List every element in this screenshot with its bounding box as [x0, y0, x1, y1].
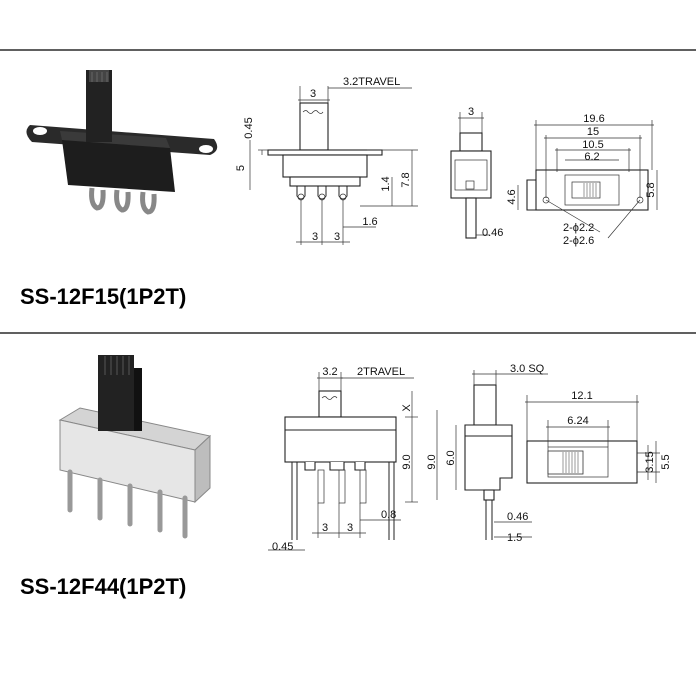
dim-body-width: 4.6 — [506, 189, 518, 204]
dim-travel-b: 2TRAVEL — [357, 366, 405, 378]
dim-travel-a: 3.2 — [322, 366, 337, 378]
product-photo-ss12f15 — [26, 70, 218, 215]
front-view-ss12f15 — [249, 86, 418, 245]
front-view-ss12f44 — [268, 372, 418, 551]
side-view-ss12f15 — [450, 112, 492, 239]
dim-top-width-1: 3.15 — [644, 451, 656, 472]
top-view-ss12f44 — [525, 395, 660, 484]
dim-slot-length-2: 6.24 — [567, 415, 588, 427]
dim-side-height: 9.0 — [426, 454, 438, 469]
dim-slot-length: 6.2 — [584, 151, 599, 163]
dim-travel: 3.2TRAVEL — [343, 76, 400, 88]
dim-pin-thickness: 0.46 — [482, 227, 503, 239]
dim-inner-height: 6.0 — [445, 450, 457, 465]
dim-actuator-height: 0.45 — [243, 117, 255, 138]
model-title-ss12f15: SS-12F15(1P2T) — [20, 284, 186, 309]
dim-total-height: 7.8 — [400, 172, 412, 187]
dim-pin-pitch-a: 3 — [312, 231, 318, 243]
dim-top-width-2: 5.5 — [660, 454, 672, 469]
dim-pin-w: 1.5 — [507, 532, 522, 544]
top-view-ss12f15 — [517, 120, 658, 239]
dim-pin-pitch-b-2: 3 — [347, 522, 353, 534]
product-photo-ss12f44 — [58, 355, 212, 539]
dim-hole-pitch: 15 — [587, 126, 599, 138]
dim-pin-offset: 1.6 — [362, 216, 377, 228]
dim-flange-width: 5.8 — [645, 182, 657, 197]
dim-body-height: 5 — [235, 165, 247, 171]
dim-actuator-sq: 3.0 SQ — [510, 363, 545, 375]
dimension-labels-ss12f44: 3.2 2TRAVEL X 9.0 9.0 6.0 3 3 0.8 0.45 3… — [272, 363, 672, 553]
dim-body-length-2: 12.1 — [571, 390, 592, 402]
dim-body-height-2: 9.0 — [401, 454, 413, 469]
dim-side-width: 3 — [468, 106, 474, 118]
dim-hole-small: 2-ϕ2.2 — [563, 222, 594, 234]
dim-pin-pitch-a-2: 3 — [322, 522, 328, 534]
dim-pin-length: 1.4 — [380, 176, 392, 191]
dimension-labels-ss12f15: 3 3.2TRAVEL 0.45 5 1.4 7.8 3 3 1.6 3 0.4… — [235, 76, 657, 247]
dim-hole-large: 2-ϕ2.6 — [563, 235, 594, 247]
model-title-ss12f44: SS-12F44(1P2T) — [20, 574, 186, 599]
dim-x-label: X — [401, 404, 413, 412]
dim-pin-pitch-b: 3 — [334, 231, 340, 243]
dim-body-length: 10.5 — [582, 139, 603, 151]
dim-pin-thickness-2: 0.46 — [507, 511, 528, 523]
dim-pin-offset-2: 0.45 — [272, 541, 293, 553]
dim-actuator-width: 3 — [310, 88, 316, 100]
side-view-ss12f44 — [436, 370, 548, 540]
dim-pin-width: 0.8 — [381, 509, 396, 521]
dim-overall-length: 19.6 — [583, 113, 604, 125]
